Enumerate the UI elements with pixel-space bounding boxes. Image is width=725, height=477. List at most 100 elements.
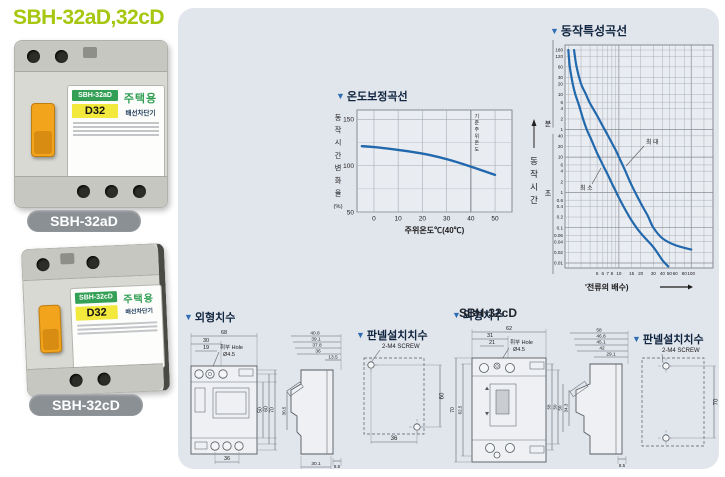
svg-text:시: 시 bbox=[335, 138, 342, 147]
caption-temp-chart: ▼온도보정곡선 bbox=[336, 91, 408, 103]
svg-text:2: 2 bbox=[560, 117, 563, 122]
breaker-label: SBH-32cD D32 주택용 배선차단기 bbox=[69, 284, 166, 373]
svg-text:180: 180 bbox=[555, 48, 563, 53]
svg-text:4: 4 bbox=[560, 169, 563, 174]
rating-band: D32 bbox=[75, 305, 118, 321]
svg-text:7: 7 bbox=[606, 271, 609, 276]
svg-text:45.1: 45.1 bbox=[596, 340, 606, 346]
triangle-marker-icon: ▼ bbox=[356, 330, 365, 340]
svg-text:50: 50 bbox=[347, 209, 355, 216]
svg-text:0.4: 0.4 bbox=[557, 204, 564, 209]
breaker-label: SBH-32aD D32 주택용 배선차단기 bbox=[67, 85, 165, 179]
svg-text:0: 0 bbox=[372, 216, 376, 223]
svg-text:36: 36 bbox=[315, 349, 321, 355]
ad-front-view-drawing: 68 30 19 취부 Hole Ø4.5 36 50 60 70 bbox=[190, 330, 277, 464]
svg-text:40: 40 bbox=[467, 216, 475, 223]
caption-ad-panel-dims: ▼판넬설치치수 bbox=[356, 330, 428, 342]
use-label: 주택용 bbox=[123, 293, 155, 306]
svg-text:0.04: 0.04 bbox=[554, 239, 563, 244]
svg-text:40: 40 bbox=[660, 271, 666, 276]
svg-text:온: 온 bbox=[475, 140, 480, 146]
terminal-hole bbox=[105, 185, 118, 198]
svg-text:0.01: 0.01 bbox=[554, 261, 563, 266]
svg-text:준: 준 bbox=[475, 121, 480, 127]
svg-text:0.06: 0.06 bbox=[554, 233, 563, 238]
svg-text:42: 42 bbox=[599, 346, 605, 352]
caption-ad-outline-dims: ▼외형치수 bbox=[184, 312, 236, 324]
svg-text:100: 100 bbox=[687, 271, 695, 276]
terminal-hole bbox=[27, 50, 40, 63]
svg-text:30.5: 30.5 bbox=[282, 406, 287, 415]
svg-text:8: 8 bbox=[611, 271, 614, 276]
svg-text:50: 50 bbox=[491, 216, 499, 223]
svg-text:2: 2 bbox=[560, 179, 563, 184]
terminal-hole bbox=[86, 255, 100, 270]
svg-text:70: 70 bbox=[450, 407, 456, 413]
svg-text:50: 50 bbox=[558, 405, 563, 411]
svg-text:간: 간 bbox=[530, 195, 538, 205]
svg-text:46.8: 46.8 bbox=[596, 334, 606, 340]
triangle-marker-icon: ▼ bbox=[452, 310, 461, 320]
triangle-marker-icon: ▼ bbox=[632, 334, 641, 344]
triangle-marker-icon: ▼ bbox=[550, 26, 559, 36]
svg-text:120: 120 bbox=[555, 54, 563, 59]
terminal-hole bbox=[55, 50, 68, 63]
svg-text:36: 36 bbox=[224, 456, 230, 462]
svg-text:40: 40 bbox=[558, 133, 564, 138]
svg-text:율: 율 bbox=[335, 189, 342, 198]
svg-text:70: 70 bbox=[714, 398, 720, 405]
svg-text:13.5: 13.5 bbox=[328, 355, 338, 361]
trip-characteristic-chart: 18012060302010642140201064210.60.40.20.1… bbox=[530, 40, 714, 292]
svg-text:31: 31 bbox=[487, 333, 493, 339]
svg-text:기: 기 bbox=[475, 113, 480, 120]
svg-text:동: 동 bbox=[530, 156, 538, 166]
svg-text:30: 30 bbox=[651, 271, 657, 276]
breaker-bottom-terminals bbox=[27, 363, 165, 397]
model-band: SBH-32cD bbox=[74, 291, 118, 304]
svg-text:20: 20 bbox=[419, 216, 427, 223]
svg-text:20: 20 bbox=[558, 144, 564, 149]
svg-text:60: 60 bbox=[264, 406, 270, 412]
breaker-top-terminals bbox=[15, 41, 167, 72]
svg-text:1: 1 bbox=[560, 190, 563, 195]
type-label: 배선차단기 bbox=[125, 308, 154, 316]
svg-text:6: 6 bbox=[602, 271, 605, 276]
svg-text:8.5: 8.5 bbox=[334, 464, 341, 469]
terminal-hole bbox=[77, 185, 90, 198]
terminal-slot bbox=[60, 252, 75, 265]
caption-cd-model-overlay: SBH-32cD bbox=[459, 306, 518, 320]
svg-text:150: 150 bbox=[343, 117, 354, 124]
svg-text:50: 50 bbox=[258, 407, 264, 413]
svg-text:주위온도℃(40℃): 주위온도℃(40℃) bbox=[405, 225, 465, 235]
svg-text:분: 분 bbox=[545, 120, 552, 128]
svg-text:36: 36 bbox=[391, 436, 398, 442]
caption-cd-panel-dims: ▼판넬설치치수 bbox=[632, 334, 704, 346]
rating-band: D32 bbox=[72, 104, 118, 118]
caption-trip-chart: ▼동작특성곡선 bbox=[550, 24, 628, 38]
svg-text:30: 30 bbox=[203, 338, 209, 344]
svg-text:도: 도 bbox=[475, 147, 480, 153]
breaker-top-terminals bbox=[21, 244, 160, 282]
svg-text:최 대: 최 대 bbox=[646, 138, 659, 146]
use-label: 주택용 bbox=[123, 93, 158, 105]
cd-front-view-drawing: 62 31 21 취부 Hole Ø4.5 70 62.5 58 50 bbox=[450, 326, 560, 463]
breaker-toggle bbox=[38, 304, 63, 354]
svg-text:80: 80 bbox=[682, 271, 688, 276]
svg-text:10: 10 bbox=[558, 155, 564, 160]
fine-print bbox=[76, 321, 158, 335]
svg-text:4: 4 bbox=[560, 106, 563, 111]
breaker-toggle bbox=[31, 103, 55, 157]
svg-text:6: 6 bbox=[560, 100, 563, 105]
svg-text:20: 20 bbox=[558, 81, 564, 86]
svg-text:0.1: 0.1 bbox=[557, 225, 564, 230]
product-name-pill-sbh-32cd: SBH-32cD bbox=[29, 394, 143, 416]
svg-text:29.1: 29.1 bbox=[606, 352, 616, 358]
product-photo-sbh-32ad: SBH-32aD D32 주택용 배선차단기 bbox=[14, 40, 168, 208]
svg-text:37.8: 37.8 bbox=[312, 343, 322, 349]
svg-text:58: 58 bbox=[547, 404, 552, 410]
svg-text:화: 화 bbox=[335, 176, 342, 185]
svg-text:40.8: 40.8 bbox=[310, 331, 320, 337]
svg-text:작: 작 bbox=[530, 169, 538, 179]
